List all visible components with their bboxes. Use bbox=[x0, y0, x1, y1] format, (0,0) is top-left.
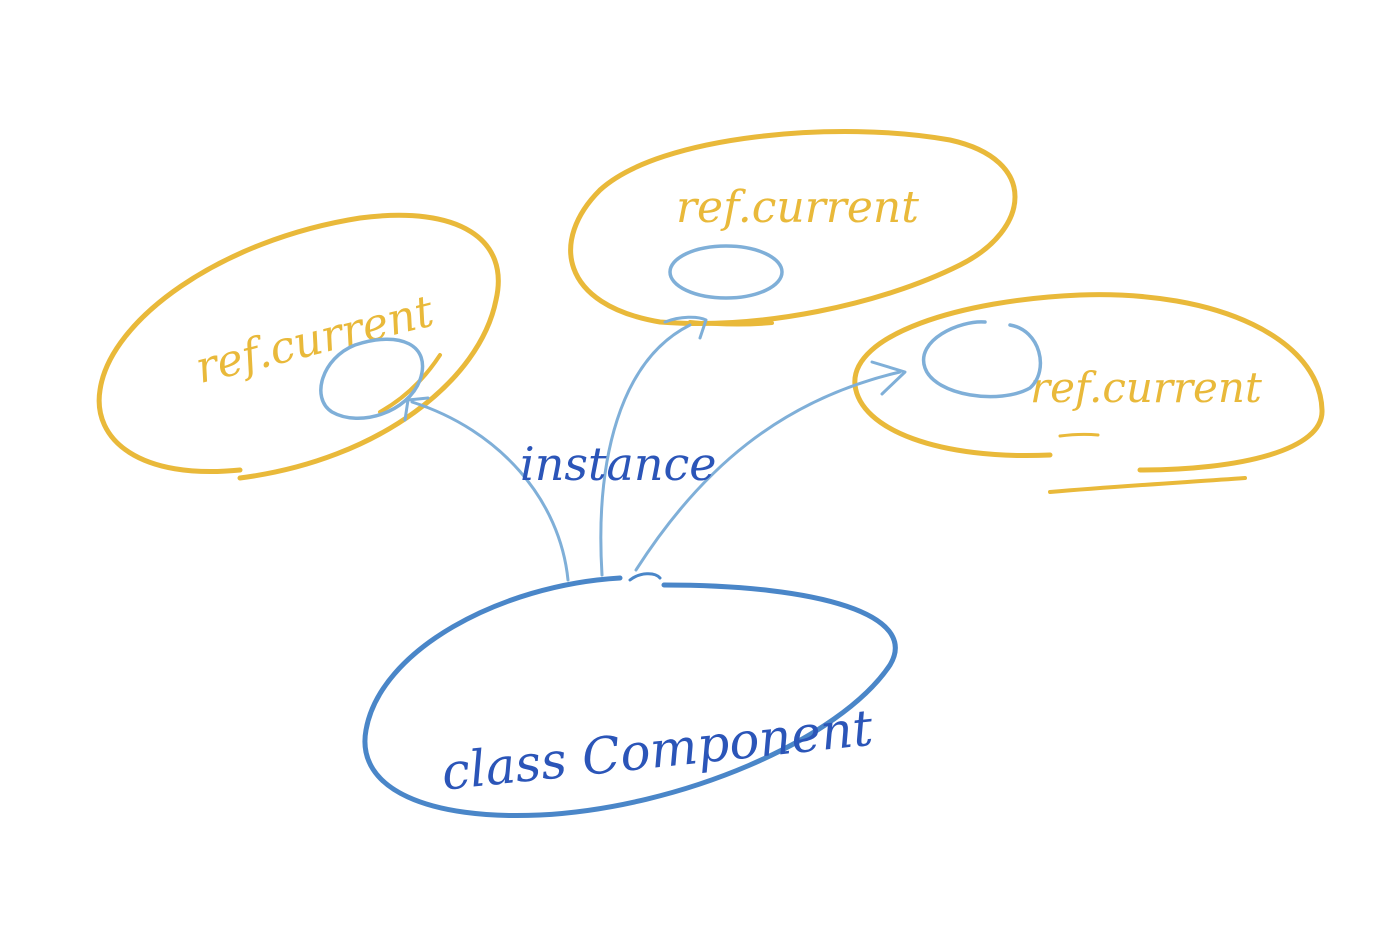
edge-label-instance: instance bbox=[520, 437, 716, 491]
ref-top-ellipse bbox=[568, 129, 1018, 326]
ref-right-ellipse-tail bbox=[1048, 476, 1247, 494]
ref-right-label: ref.current bbox=[1030, 363, 1262, 412]
ref-node-right: ref.current bbox=[852, 292, 1325, 494]
arrowhead-left bbox=[403, 396, 430, 422]
ref-top-label: ref.current bbox=[676, 182, 919, 233]
ref-right-ellipse-tick bbox=[1058, 432, 1100, 438]
instance-arrow-right bbox=[634, 370, 902, 572]
arrowhead-top bbox=[663, 315, 708, 340]
ref-left-ellipse bbox=[96, 212, 501, 481]
ref-node-left: ref.current bbox=[96, 212, 501, 481]
ref-top-target-circle bbox=[668, 244, 784, 300]
ref-left-ellipse-overlap bbox=[378, 353, 442, 414]
ref-left-target-circle bbox=[319, 337, 425, 421]
instance-arrows bbox=[403, 315, 907, 582]
component-label: class Component bbox=[439, 699, 877, 802]
ref-right-ellipse bbox=[852, 292, 1325, 473]
instance-arrow-left bbox=[410, 400, 570, 582]
component-ellipse-top-stroke bbox=[628, 572, 662, 582]
component-ellipse bbox=[362, 575, 898, 819]
instance-arrow-top bbox=[599, 323, 692, 577]
component-node: class Component bbox=[362, 572, 898, 819]
arrowhead-right bbox=[870, 360, 907, 396]
ref-top-ellipse-tail bbox=[688, 320, 774, 327]
ref-right-target-circle bbox=[921, 320, 1042, 399]
ref-node-top: ref.current bbox=[568, 129, 1018, 327]
